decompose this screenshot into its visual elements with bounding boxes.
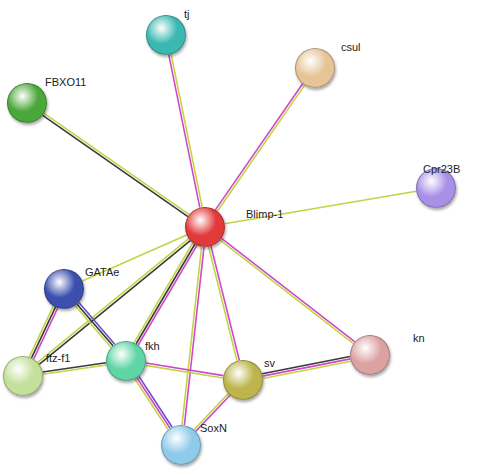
protein-node: Cpr23B <box>416 168 456 208</box>
protein-node: kn <box>350 335 390 375</box>
interaction-edge <box>169 54 202 207</box>
evidence-line <box>43 115 188 216</box>
evidence-line <box>217 85 304 211</box>
evidence-line <box>136 244 195 344</box>
interaction-edge <box>225 191 417 223</box>
node-label: kn <box>413 332 425 344</box>
evidence-line <box>262 357 350 374</box>
interaction-edge <box>262 357 351 379</box>
evidence-line <box>75 306 111 348</box>
interaction-edge <box>134 243 197 345</box>
evidence-line <box>44 113 189 214</box>
node-label: GATAe <box>85 266 119 278</box>
interaction-edge <box>209 246 240 361</box>
interaction-edge <box>215 84 304 211</box>
interaction-edge <box>146 363 224 378</box>
evidence-line <box>171 54 202 207</box>
evidence-line <box>184 247 204 425</box>
evidence-line <box>77 304 113 346</box>
evidence-line <box>146 365 224 378</box>
evidence-line <box>43 365 106 374</box>
node-label: ftz-f1 <box>46 352 70 364</box>
evidence-line <box>137 378 170 429</box>
node-label: Cpr23B <box>423 163 460 175</box>
evidence-line <box>79 303 115 345</box>
node-label: FBXO11 <box>45 76 86 88</box>
evidence-line <box>222 238 355 341</box>
evidence-line <box>263 359 351 376</box>
protein-node: sv <box>223 360 263 400</box>
node-label: sv <box>264 357 275 369</box>
evidence-line <box>82 235 186 281</box>
interaction-edge <box>43 113 190 216</box>
evidence-line <box>211 246 239 360</box>
evidence-line <box>169 55 200 208</box>
interaction-edge <box>220 238 355 343</box>
interaction-edge <box>135 376 172 429</box>
evidence-line <box>209 247 237 361</box>
evidence-line <box>32 307 56 358</box>
evidence-line <box>34 308 58 359</box>
protein-node: csul <box>295 48 335 88</box>
evidence-line <box>225 191 417 223</box>
evidence-line <box>182 247 202 425</box>
protein-node: Blimp-1 <box>185 207 225 247</box>
node-label: SoxN <box>200 422 227 434</box>
evidence-line <box>29 306 53 357</box>
evidence-line <box>134 243 193 343</box>
protein-node: tj <box>146 15 186 55</box>
node-label: csul <box>341 41 361 53</box>
evidence-line <box>139 376 172 427</box>
node-label: fkh <box>145 340 160 352</box>
node-label: Blimp-1 <box>246 208 283 220</box>
interaction-edge <box>182 247 204 426</box>
protein-node: ftz-f1 <box>3 356 43 396</box>
protein-node: FBXO11 <box>7 83 47 123</box>
evidence-line <box>146 363 224 376</box>
interaction-edge <box>82 235 186 281</box>
evidence-line <box>215 84 302 210</box>
evidence-line <box>220 240 353 343</box>
interaction-edge <box>75 303 115 348</box>
protein-node: fkh <box>106 341 146 381</box>
evidence-line <box>138 245 197 345</box>
evidence-line <box>263 361 351 378</box>
interaction-edge <box>29 306 57 359</box>
evidence-line <box>135 379 168 430</box>
interaction-edge <box>43 363 107 375</box>
protein-node: GATAe <box>44 269 84 309</box>
protein-node: SoxN <box>161 425 201 465</box>
node-label: tj <box>184 8 190 20</box>
